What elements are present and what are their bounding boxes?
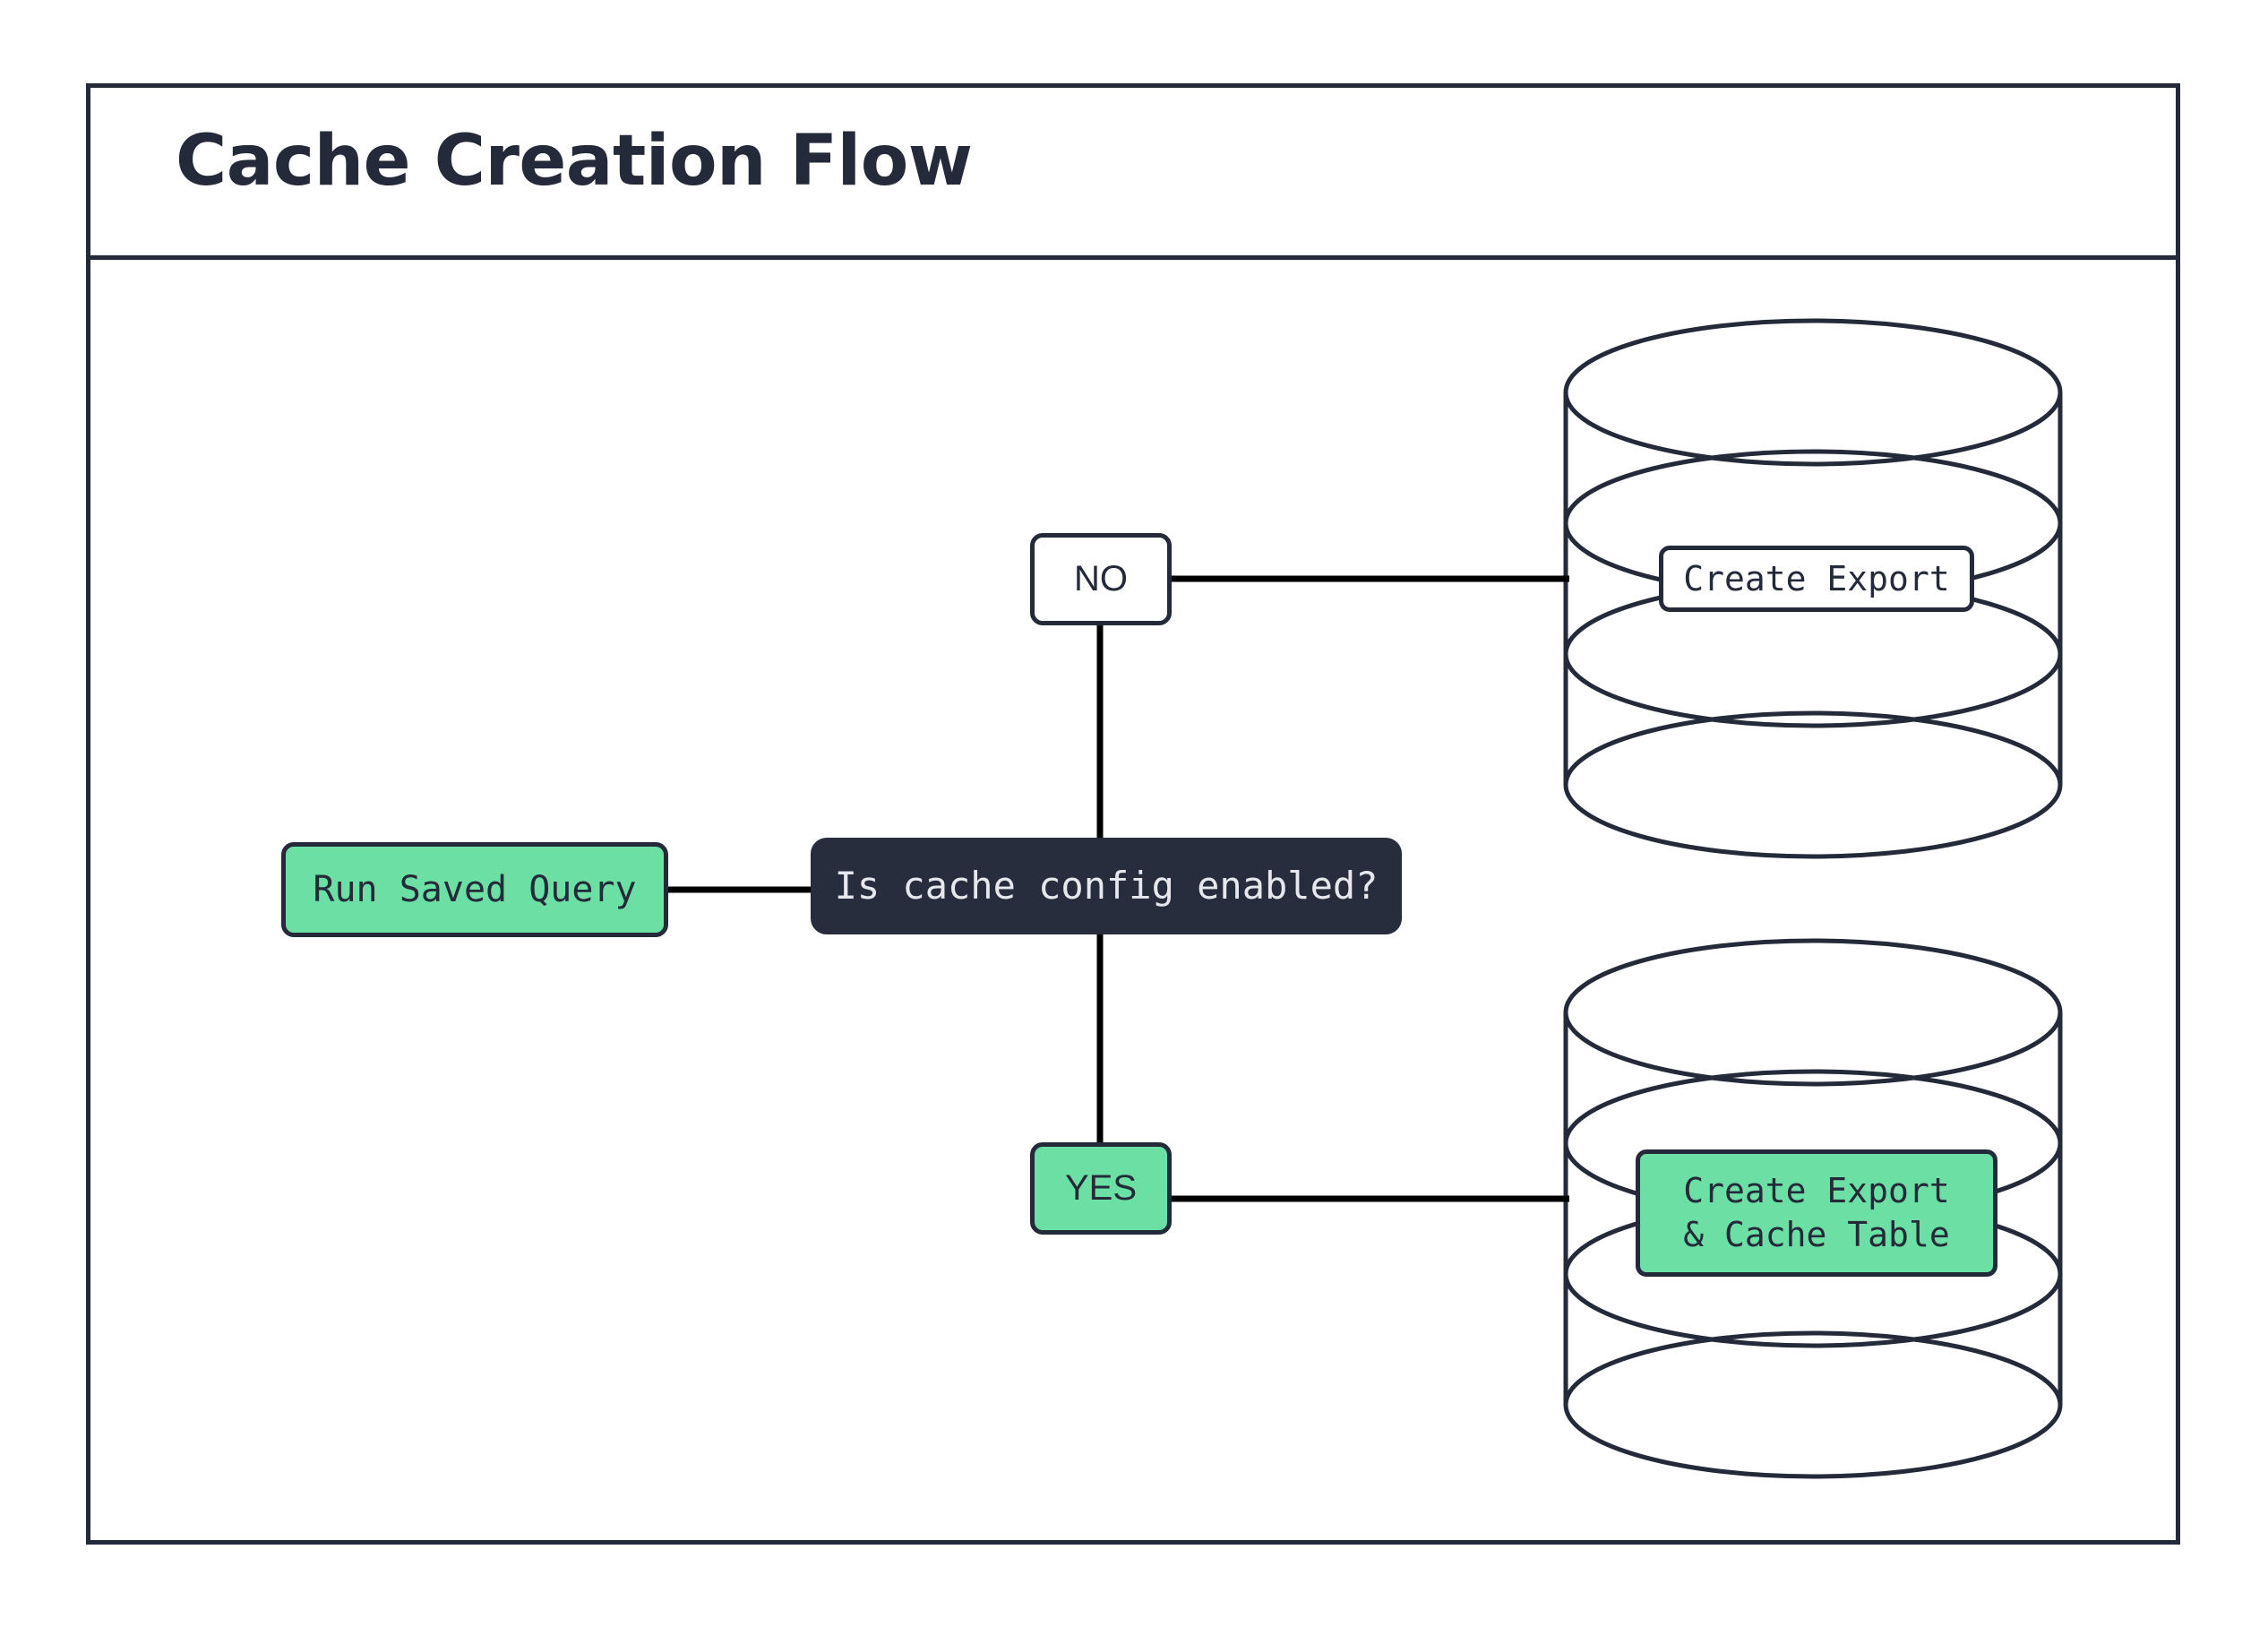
- branch-label-no[interactable]: NO: [1030, 533, 1172, 625]
- branch-label-yes[interactable]: YES: [1030, 1142, 1172, 1235]
- diagram-frame: [86, 83, 2180, 1545]
- node-run-saved-query[interactable]: Run Saved Query: [281, 842, 668, 937]
- page-title: Cache Creation Flow: [176, 121, 973, 202]
- node-decision-cache-config[interactable]: Is cache config enabled?: [811, 838, 1402, 934]
- database-bottom-icon: [1563, 938, 2063, 1479]
- node-create-export[interactable]: Create Export: [1659, 546, 1974, 612]
- node-create-export-and-cache-table[interactable]: Create Export & Cache Table: [1636, 1149, 1997, 1277]
